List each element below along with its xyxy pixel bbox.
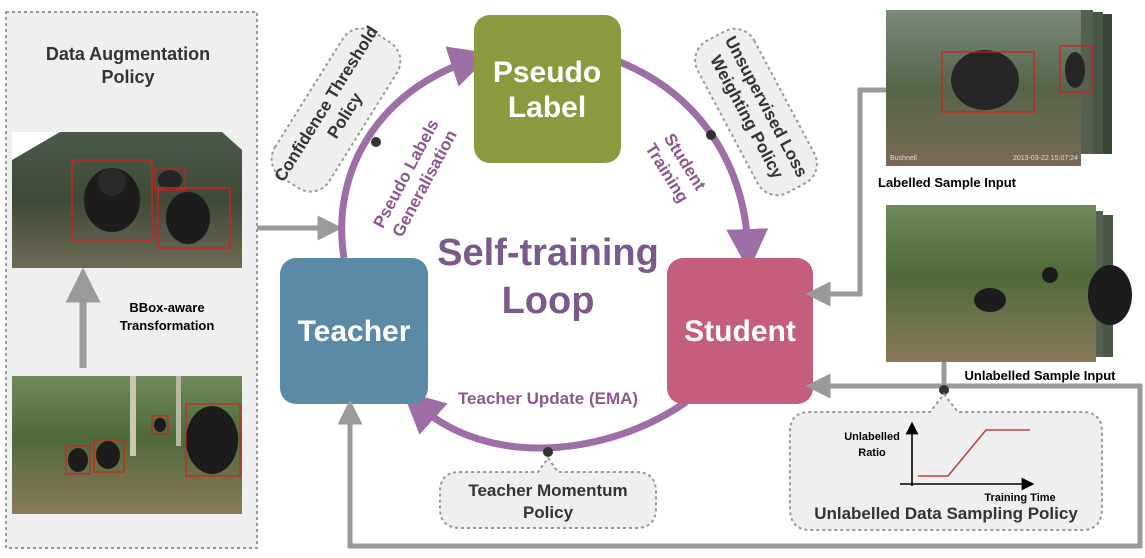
self-training-loop-arrows [338, 46, 769, 457]
momentum-line2: Policy [523, 503, 574, 522]
teacher-label: Teacher [298, 315, 411, 348]
student-node: Student [667, 258, 813, 404]
teacher-momentum-callout: Teacher Momentum Policy [439, 456, 657, 529]
chimp-shape [186, 406, 238, 474]
pseudo-label-line2: Label [508, 91, 586, 124]
bounding-box [151, 415, 169, 435]
policy-anchor-dot [939, 385, 949, 395]
pseudo-label-node: Pseudo Label [474, 15, 621, 163]
bounding-box [941, 51, 1035, 113]
original-image [12, 376, 242, 514]
bounding-box [1059, 45, 1093, 93]
labelled-sample-stack: Bushnell 2013-03-22 15:07:24 [886, 10, 1112, 166]
chimp-shape [166, 192, 210, 244]
bounding-box [93, 439, 125, 473]
labelled-to-student-arrow [805, 87, 886, 307]
unlabelled-sample-stack [886, 205, 1132, 362]
labelled-input-label: Labelled Sample Input [878, 175, 1017, 190]
teacher-update-label: Teacher Update (EMA) [458, 389, 638, 408]
bounding-box [65, 445, 91, 475]
unlabelled-input-label: Unlabelled Sample Input [965, 368, 1117, 383]
sampling-ylabel-line2: Ratio [858, 447, 886, 459]
teacher-update-arc [402, 390, 689, 452]
student-label: Student [684, 315, 796, 348]
chimp-shape [974, 288, 1006, 312]
loop-title-line1: Self-training [437, 232, 659, 274]
camera-brand: Bushnell [890, 155, 917, 162]
pseudo-gen-label: Pseudo Labels Generalisation [370, 116, 461, 240]
chimp-shape [84, 168, 140, 232]
chimp-shape [951, 50, 1019, 110]
unsupervised-loss-callout: Unsupervised Loss Weighting Policy [694, 27, 818, 197]
unlabelled-to-student-arrow [805, 362, 947, 399]
bounding-box [157, 187, 231, 249]
chimp-shape [96, 441, 120, 469]
transform-label-line1: BBox-aware [129, 300, 204, 315]
panel-title-line1: Data Augmentation [46, 44, 210, 64]
sampling-policy-callout: Unlabelled Ratio Training Time Unlabelle… [789, 392, 1103, 531]
unlabelled-to-teacher-arrow [337, 383, 1143, 549]
augmented-image [12, 132, 242, 268]
photo-timestamp: 2013-03-22 15:07:24 [1013, 155, 1078, 162]
teacher-node: Teacher [280, 258, 428, 404]
chimp-shape [68, 448, 88, 472]
momentum-line1: Teacher Momentum [468, 481, 627, 500]
policy-anchor-dot [543, 447, 553, 457]
sampling-ylabel-line1: Unlabelled [844, 431, 900, 443]
student-training-label: Student Training [641, 130, 709, 206]
unlabelled-image [886, 205, 1096, 362]
bounding-box [154, 167, 186, 191]
pseudo-generation-arc [338, 46, 492, 259]
sampling-ratio-curve [918, 429, 1030, 477]
policy-anchor-dot [371, 137, 381, 147]
loop-title-line2: Loop [502, 280, 595, 322]
chimp-shape [1088, 265, 1132, 325]
bounding-box [71, 159, 153, 241]
policy-anchor-dot [706, 130, 716, 140]
bounding-box [185, 403, 241, 477]
transform-label-line2: Transformation [120, 318, 215, 333]
sampling-xlabel: Training Time [984, 492, 1055, 504]
sampling-policy-label: Unlabelled Data Sampling Policy [814, 504, 1078, 523]
panel-title-line2: Policy [101, 67, 154, 87]
pseudo-label-line1: Pseudo [493, 56, 601, 89]
data-augmentation-panel: Data Augmentation Policy BBox-aware Tran… [5, 11, 258, 549]
